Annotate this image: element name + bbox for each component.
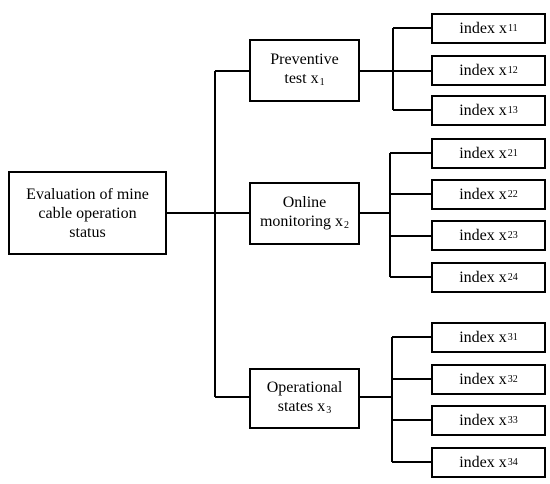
- group-2-var: x: [335, 212, 344, 230]
- group-3-subscript: 3: [326, 404, 332, 416]
- leaf-x33-subscript: 33: [507, 415, 518, 426]
- root-node: Evaluation of mine cable operation statu…: [8, 171, 167, 255]
- leaf-x22-subscript: 22: [507, 189, 518, 200]
- leaf-x21-text: index x: [459, 144, 507, 162]
- leaf-x24-text: index x: [459, 268, 507, 286]
- leaf-x32-subscript: 32: [507, 374, 518, 385]
- leaf-x24-subscript: 24: [507, 272, 518, 283]
- group-1-line-1: Preventive: [270, 50, 339, 68]
- group-1-var: x: [310, 69, 319, 87]
- leaf-x23-subscript: 23: [507, 230, 518, 241]
- group-3-line-1: Operational: [266, 378, 343, 396]
- leaf-x34-text: index x: [459, 453, 507, 471]
- group-node-preventive-test: Preventive test x1: [249, 39, 360, 102]
- leaf-x12-text: index x: [459, 61, 507, 79]
- leaf-x13-text: index x: [459, 101, 507, 119]
- leaf-x11-text: index x: [459, 19, 507, 37]
- group-node-online-monitoring: Online monitoring x2: [249, 182, 360, 245]
- group-2-subscript: 2: [344, 219, 350, 231]
- group-node-operational-states: Operational states x3: [249, 368, 360, 429]
- leaf-x31-subscript: 31: [507, 332, 518, 343]
- leaf-x22-text: index x: [459, 185, 507, 203]
- root-line-2: cable operation: [38, 204, 137, 222]
- leaf-x21-subscript: 21: [507, 148, 518, 159]
- group-1-subscript: 1: [319, 76, 325, 88]
- root-line-3: status: [69, 223, 106, 241]
- leaf-x34-subscript: 34: [507, 457, 518, 468]
- leaf-x33-text: index x: [459, 411, 507, 429]
- leaf-x31-text: index x: [459, 328, 507, 346]
- group-1-line-2: test: [284, 69, 307, 87]
- leaf-x32-text: index x: [459, 370, 507, 388]
- root-line-1: Evaluation of mine: [26, 185, 149, 203]
- leaf-x11-subscript: 11: [507, 23, 518, 34]
- leaf-x12-subscript: 12: [507, 65, 518, 76]
- group-3-line-2: states: [277, 397, 314, 415]
- group-2-line-1: Online: [282, 193, 327, 211]
- group-2-line-2: monitoring: [259, 212, 332, 230]
- leaf-x23-text: index x: [459, 226, 507, 244]
- group-3-var: x: [317, 397, 326, 415]
- leaf-x13-subscript: 13: [507, 105, 518, 116]
